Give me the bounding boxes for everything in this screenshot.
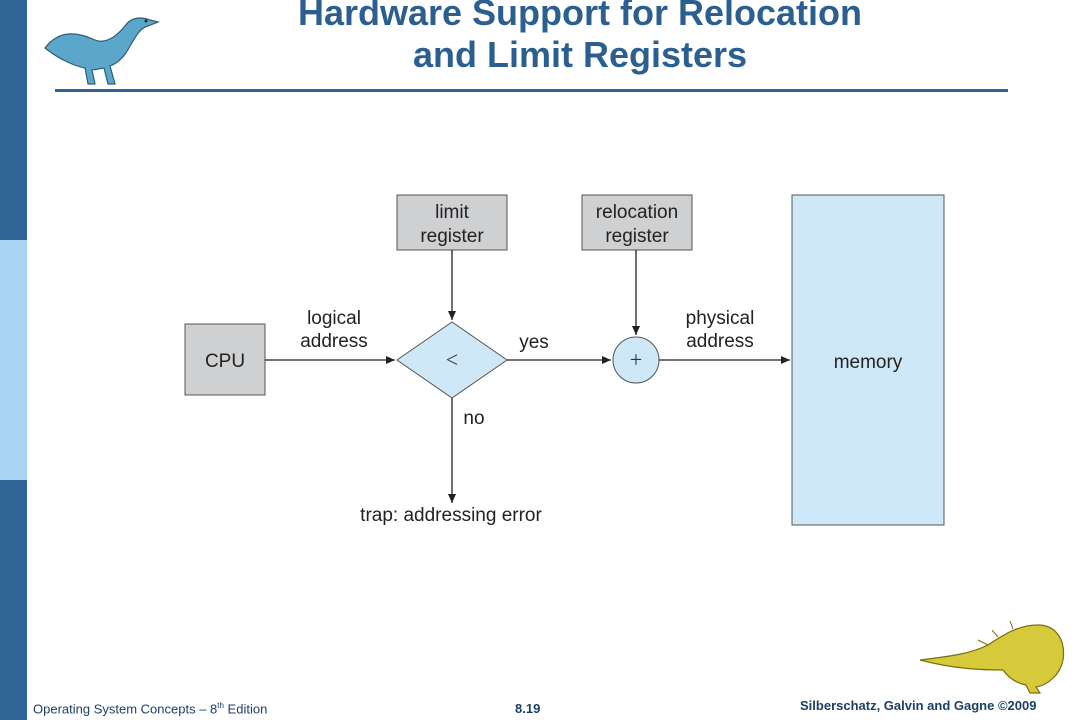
footer-authors: Silberschatz, Galvin and Gagne ©2009	[800, 698, 1037, 713]
footer-book-title: Operating System Concepts – 8th Edition	[33, 701, 267, 716]
relocation-register-box	[581, 194, 693, 251]
dinosaur-icon	[44, 17, 160, 85]
compare-symbol: <	[446, 347, 458, 372]
physical-address-label-2: address	[686, 331, 754, 352]
physical-address-label-1: physical	[686, 308, 755, 329]
memory-box	[791, 194, 945, 526]
limit-register-label-2: register	[420, 226, 484, 247]
footer-book-prefix: Operating System Concepts – 8	[33, 701, 218, 716]
limit-register-label-1: limit	[435, 202, 469, 223]
trap-label: trap: addressing error	[360, 505, 542, 526]
title-line-1: Hardware Support for Relocation	[297, 0, 863, 33]
cpu-box	[184, 323, 266, 396]
footer-page-number: 8.19	[515, 701, 541, 716]
logical-address-label-1: logical	[307, 308, 361, 329]
memory-label: memory	[834, 352, 903, 373]
yes-label: yes	[519, 332, 549, 353]
dinosaur-2-icon	[919, 620, 1065, 694]
slide-title: Hardware Support for Relocation and Limi…	[180, 0, 980, 76]
title-divider	[55, 89, 1008, 92]
sidebar-accent	[0, 240, 27, 480]
no-label: no	[463, 408, 484, 429]
logical-address-label-2: address	[300, 331, 368, 352]
footer-book-sup: th	[217, 700, 224, 710]
relocation-register-label-1: relocation	[596, 202, 678, 223]
cpu-label: CPU	[205, 351, 245, 372]
title-line-2: and Limit Registers	[412, 34, 748, 75]
footer-book-suffix: Edition	[223, 701, 268, 716]
left-sidebar	[0, 0, 27, 720]
adder-symbol: +	[630, 347, 642, 372]
relocation-register-label-2: register	[605, 226, 669, 247]
